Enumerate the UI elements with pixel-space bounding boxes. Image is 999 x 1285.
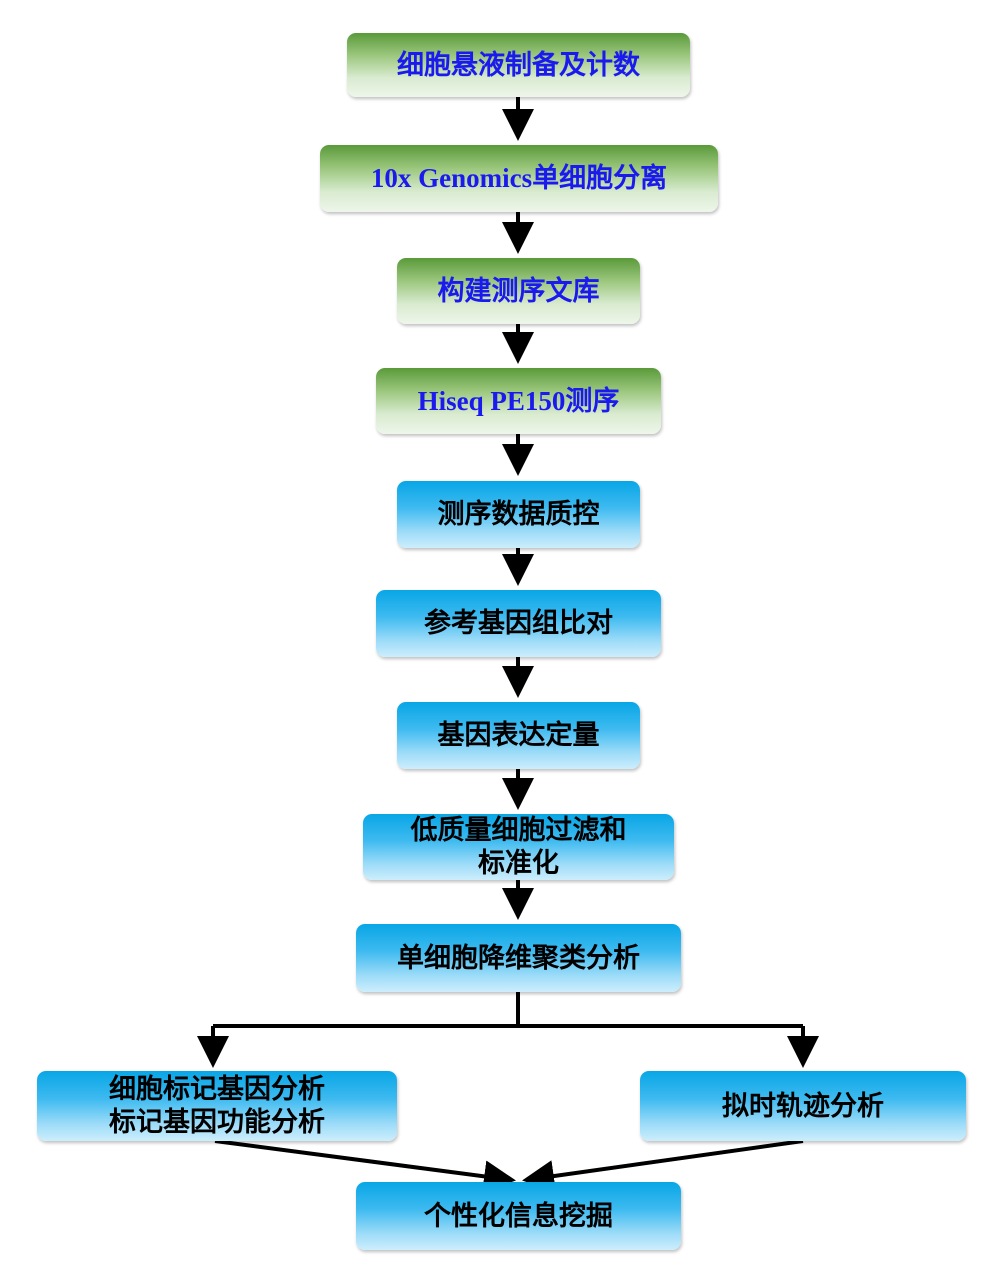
step-alignment-label: 参考基因组比对 — [424, 608, 613, 639]
step-qc: 测序数据质控 — [397, 481, 640, 548]
step-clustering: 单细胞降维聚类分析 — [356, 924, 681, 992]
step-10x-isolation-label: 10x Genomics单细胞分离 — [370, 163, 668, 193]
arrow-11-12 — [522, 1139, 804, 1192]
arrow-10-12 — [214, 1139, 516, 1193]
step-marker-genes-line1: 细胞标记基因分析 — [109, 1074, 325, 1105]
step-filter-normalize-line2: 标准化 — [478, 848, 559, 879]
branch-connector — [213, 992, 803, 1028]
step-filter-normalize-line1: 低质量细胞过滤和 — [410, 815, 627, 846]
step-cell-suspension-label: 细胞悬液制备及计数 — [397, 49, 640, 80]
step-10x-isolation: 10x Genomics单细胞分离 — [320, 145, 718, 212]
step-marker-genes-line2: 标记基因功能分析 — [109, 1107, 325, 1138]
step-pseudotime-label: 拟时轨迹分析 — [722, 1090, 884, 1122]
step-library-construction: 构建测序文库 — [397, 258, 640, 324]
step-library-construction-label: 构建测序文库 — [437, 275, 600, 306]
step-cell-suspension: 细胞悬液制备及计数 — [347, 33, 690, 97]
step-sequencing-label: Hiseq PE150测序 — [417, 385, 620, 416]
step-pseudotime: 拟时轨迹分析 — [640, 1071, 966, 1141]
step-quantification: 基因表达定量 — [397, 702, 640, 769]
step-alignment: 参考基因组比对 — [376, 590, 661, 657]
step-custom-mining: 个性化信息挖掘 — [356, 1182, 681, 1250]
step-filter-normalize: 低质量细胞过滤和 标准化 — [363, 814, 674, 880]
step-qc-label: 测序数据质控 — [437, 499, 600, 530]
step-marker-genes: 细胞标记基因分析 标记基因功能分析 — [37, 1071, 397, 1141]
step-clustering-label: 单细胞降维聚类分析 — [397, 942, 640, 974]
step-sequencing: Hiseq PE150测序 — [376, 368, 661, 434]
step-quantification-label: 基因表达定量 — [437, 720, 600, 751]
step-custom-mining-label: 个性化信息挖掘 — [424, 1200, 613, 1232]
